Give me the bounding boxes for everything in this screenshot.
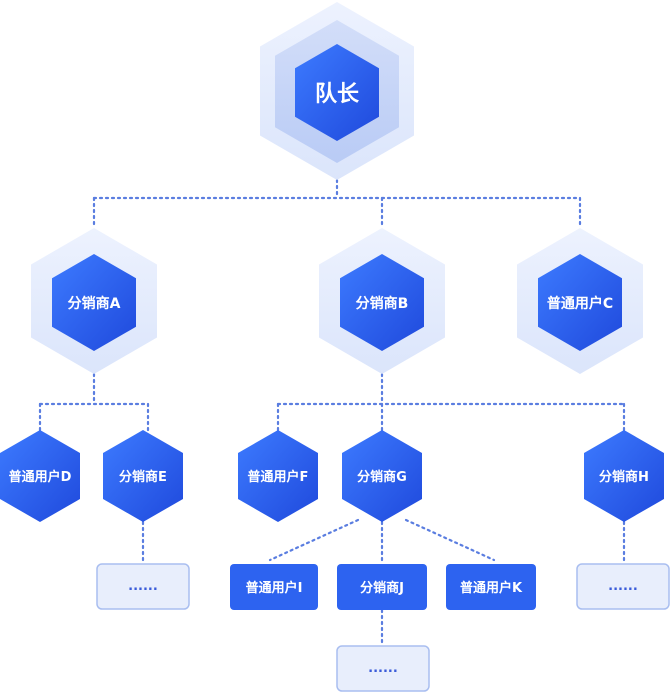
- distributor-b-label: 分销商B: [356, 295, 409, 312]
- distributor-e-label: 分销商E: [119, 469, 167, 485]
- distributor-h-label: 分销商H: [599, 469, 649, 485]
- placeholder-under-e-text: ......: [128, 579, 158, 594]
- placeholder-under-e: ......: [96, 563, 190, 610]
- user-c-label: 普通用户C: [547, 295, 613, 312]
- distributor-b-node: 分销商B: [319, 228, 445, 374]
- distributor-j-node: 分销商J: [337, 564, 427, 610]
- placeholder-under-j: ......: [336, 645, 430, 692]
- user-i-node: 普通用户I: [230, 564, 318, 610]
- user-i-label: 普通用户I: [246, 580, 303, 596]
- placeholder-under-h-text: ......: [608, 579, 638, 594]
- user-f-node: 普通用户F: [238, 430, 318, 522]
- placeholder-under-h: ......: [576, 563, 670, 610]
- user-f-label: 普通用户F: [248, 469, 309, 485]
- connector-lines: [38, 178, 626, 647]
- placeholder-under-j-text: ......: [368, 661, 398, 676]
- user-d-node: 普通用户D: [0, 430, 80, 522]
- captain-node: 队长: [260, 2, 414, 180]
- user-d-label: 普通用户D: [9, 469, 72, 485]
- distributor-a-node: 分销商A: [31, 228, 157, 374]
- user-c-node: 普通用户C: [517, 228, 643, 374]
- distributor-j-label: 分销商J: [360, 580, 404, 596]
- distributor-g-label: 分销商G: [357, 469, 407, 485]
- distributor-h-node: 分销商H: [584, 430, 664, 522]
- user-k-node: 普通用户K: [446, 564, 536, 610]
- distributor-a-label: 分销商A: [68, 295, 121, 312]
- captain-label: 队长: [315, 82, 360, 107]
- user-k-label: 普通用户K: [460, 580, 523, 596]
- distributor-e-node: 分销商E: [103, 430, 183, 522]
- distributor-g-node: 分销商G: [342, 430, 422, 522]
